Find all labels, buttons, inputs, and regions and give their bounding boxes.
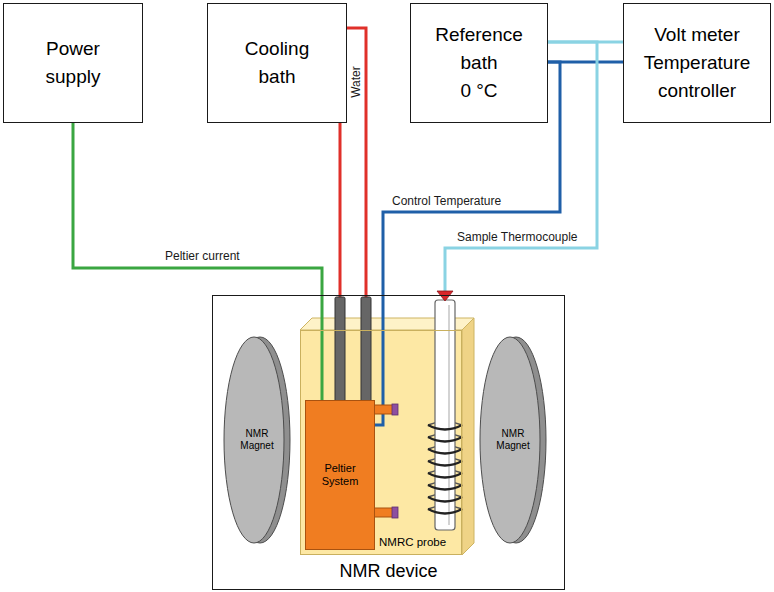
coil-turn — [428, 497, 462, 502]
contact-pad — [392, 507, 398, 518]
node-label: NMRC probe — [379, 535, 446, 549]
device-box: Reference bath0 °C — [410, 3, 548, 123]
tube-glint — [448, 305, 450, 525]
node-label: Cooling bath — [237, 35, 317, 91]
contact-pad — [392, 404, 398, 415]
coil-turn — [428, 437, 462, 442]
water-tube — [361, 297, 371, 402]
device-box: Cooling bath — [207, 3, 347, 123]
node-label: Reference bath — [432, 21, 527, 77]
coil-turn — [428, 473, 462, 478]
magnet: NMR Magnet — [222, 335, 292, 545]
sample-tube — [435, 300, 455, 530]
coil-turn — [428, 449, 462, 454]
magnet: NMR Magnet — [478, 335, 548, 545]
node-label: Peltier System — [315, 462, 365, 488]
coil-front — [428, 425, 462, 514]
water-tube — [335, 297, 345, 402]
peltier-arm — [374, 405, 393, 414]
device-box: Volt meter Temperature controller — [623, 3, 771, 123]
magnet-face — [480, 337, 540, 543]
coil-turn — [428, 425, 462, 430]
tube-cap — [437, 291, 453, 301]
peltier-element: Peltier System — [305, 400, 375, 550]
node-label: NMR Magnet — [237, 428, 277, 452]
wire-label: Peltier current — [163, 249, 242, 263]
node-label: Volt meter Temperature controller — [638, 21, 756, 105]
peltier-arm — [374, 508, 393, 517]
wire-connector — [73, 123, 322, 400]
device-box: Power supply — [3, 3, 143, 123]
wire-label: Control Temperature — [390, 194, 503, 208]
wire-label: Sample Thermocouple — [455, 230, 580, 244]
probe-body: NMRC probe Peltier System — [300, 330, 462, 555]
magnet-face — [224, 337, 284, 543]
node-label: NMR Magnet — [493, 428, 533, 452]
node-label: NMR device — [339, 560, 437, 582]
probe-side-face — [462, 318, 474, 555]
coil-turn — [428, 461, 462, 466]
coil-turn — [428, 509, 462, 514]
coil-turn — [428, 485, 462, 490]
node-label: Power supply — [37, 35, 109, 91]
device-housing: NMR device NMR MagnetNMRC probe Peltier Sy… — [212, 295, 565, 590]
node-label: 0 °C — [460, 77, 497, 105]
wire-label: Water — [349, 64, 363, 100]
